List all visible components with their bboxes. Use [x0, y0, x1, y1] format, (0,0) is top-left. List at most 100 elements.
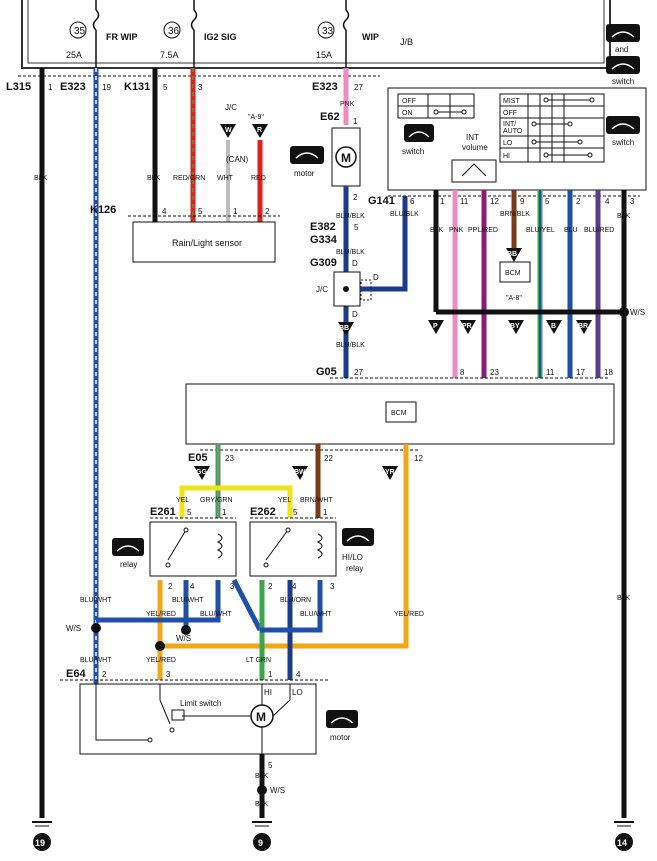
rain-sensor-label: Rain/Light sensor — [172, 238, 242, 248]
fuse-amp: 7.5A — [160, 50, 179, 60]
connector-g309: G309 — [310, 257, 337, 269]
pin: 5 — [187, 508, 192, 517]
ground-number: 9 — [258, 838, 263, 848]
wire-label: BLU/WHT — [300, 611, 332, 618]
marker-text: P — [433, 323, 438, 330]
hilo-relay-icon — [342, 528, 374, 546]
wiper-icon-top — [606, 24, 640, 42]
connector-e64: E64 — [66, 668, 86, 680]
pin: 5 — [268, 761, 273, 770]
pin: 4 — [162, 207, 167, 216]
wire-label: PNK — [340, 101, 355, 108]
switch-table-right: MIST OFF INT/ AUTO LO HI — [499, 93, 605, 163]
bcm-small — [499, 261, 531, 283]
connector-k126: K126 — [90, 204, 116, 216]
pin: 4 — [292, 582, 297, 591]
pin: 1 — [48, 83, 53, 92]
marker-br — [576, 320, 592, 334]
wire-label: BRN/WHT — [300, 497, 333, 504]
wire-label: PNK — [449, 227, 464, 234]
switch-table-left: OFF ON — [397, 93, 475, 119]
pin: 3 — [630, 197, 635, 206]
hi-label: HI — [264, 688, 272, 697]
pin: D — [352, 310, 358, 319]
wire-label: BLK — [34, 175, 48, 182]
pin: 6 — [410, 197, 415, 206]
pin: 1 — [440, 197, 445, 206]
wire-label: BLK — [430, 227, 444, 234]
ref-a9: "A-9" — [248, 114, 264, 121]
switch-pos: MIST — [503, 98, 520, 105]
marker-text: R — [257, 127, 262, 134]
motor-m: M — [341, 151, 351, 165]
relay-icon — [112, 538, 144, 556]
wire-label: WHT — [217, 175, 234, 182]
pin: 2 — [168, 582, 173, 591]
fuse-name: WIP — [362, 32, 379, 42]
fuse-number: 33 — [322, 26, 334, 37]
switch-label: switch — [612, 77, 634, 86]
pin: 23 — [490, 368, 499, 377]
ws-label: W/S — [630, 308, 645, 317]
pin: 8 — [460, 368, 465, 377]
pin: 4 — [190, 582, 195, 591]
marker-b — [546, 320, 562, 334]
pin: 5 — [163, 83, 168, 92]
pin: 23 — [225, 454, 234, 463]
pin: 3 — [230, 582, 235, 591]
relay-label: relay — [346, 564, 363, 573]
fuse-36: 36 7.5A IG2 SIG — [160, 0, 237, 68]
wiper-motor-box — [79, 683, 317, 755]
ref-a8: "A-8" — [506, 295, 522, 302]
switch-pos: OFF — [402, 98, 416, 105]
connector-e323: E323 — [60, 81, 86, 93]
fuse-35: 35 25A FR WIP — [66, 0, 138, 68]
wire-label: BRN/BLK — [500, 211, 530, 218]
marker-text: BB — [507, 251, 517, 258]
wire-label: BLU/BLK — [336, 249, 365, 256]
pin: 1 — [233, 207, 238, 216]
wire-label: BLU/WHT — [80, 657, 112, 664]
pin: 9 — [520, 197, 525, 206]
wire-label: BLU — [564, 227, 578, 234]
pin: 4 — [605, 197, 610, 206]
wire-label: BLU/RED — [584, 227, 614, 234]
and-label: and — [615, 45, 628, 54]
pin: 1 — [323, 508, 328, 517]
pin: 22 — [324, 454, 333, 463]
connector-e382: E382 — [310, 221, 336, 233]
wire-label: LT GRN — [246, 657, 271, 664]
wire-label: YEL — [176, 497, 189, 504]
relay-label: relay — [120, 560, 137, 569]
motor-label: motor — [330, 733, 351, 742]
wiper-switch-icon — [606, 116, 640, 134]
marker-bb-2 — [506, 248, 522, 262]
connector-g141: G141 — [368, 195, 395, 207]
ground-9: 9 — [252, 821, 272, 851]
wire-label: RED — [251, 175, 266, 182]
wire-blu-blk-switch — [360, 196, 408, 292]
fuse-name: IG2 SIG — [204, 32, 237, 42]
hilo-label: HI/LO — [342, 553, 363, 562]
relay-e262 — [249, 521, 337, 577]
wire-label: BLU/WHT — [172, 597, 204, 604]
wire-label: GRY/GRN — [200, 497, 233, 504]
marker-r — [252, 124, 268, 138]
fuse-amp: 25A — [66, 50, 82, 60]
bcm-label: BCM — [505, 270, 521, 277]
switch-pos: AUTO — [503, 128, 523, 135]
pin: 11 — [546, 368, 555, 377]
jc-label: J/C — [316, 285, 328, 294]
washer-motor-icon — [290, 146, 324, 164]
pin: 2 — [102, 670, 107, 679]
pin: 3 — [330, 582, 335, 591]
marker-pr — [460, 320, 476, 334]
connector-e05: E05 — [188, 452, 208, 464]
motor-m: M — [256, 710, 266, 724]
switch-label: switch — [612, 138, 634, 147]
wire-label: BLK — [147, 175, 161, 182]
switch-pos: INT/ — [503, 121, 516, 128]
marker-gg — [194, 466, 210, 480]
wire-label: BLK — [255, 773, 269, 780]
